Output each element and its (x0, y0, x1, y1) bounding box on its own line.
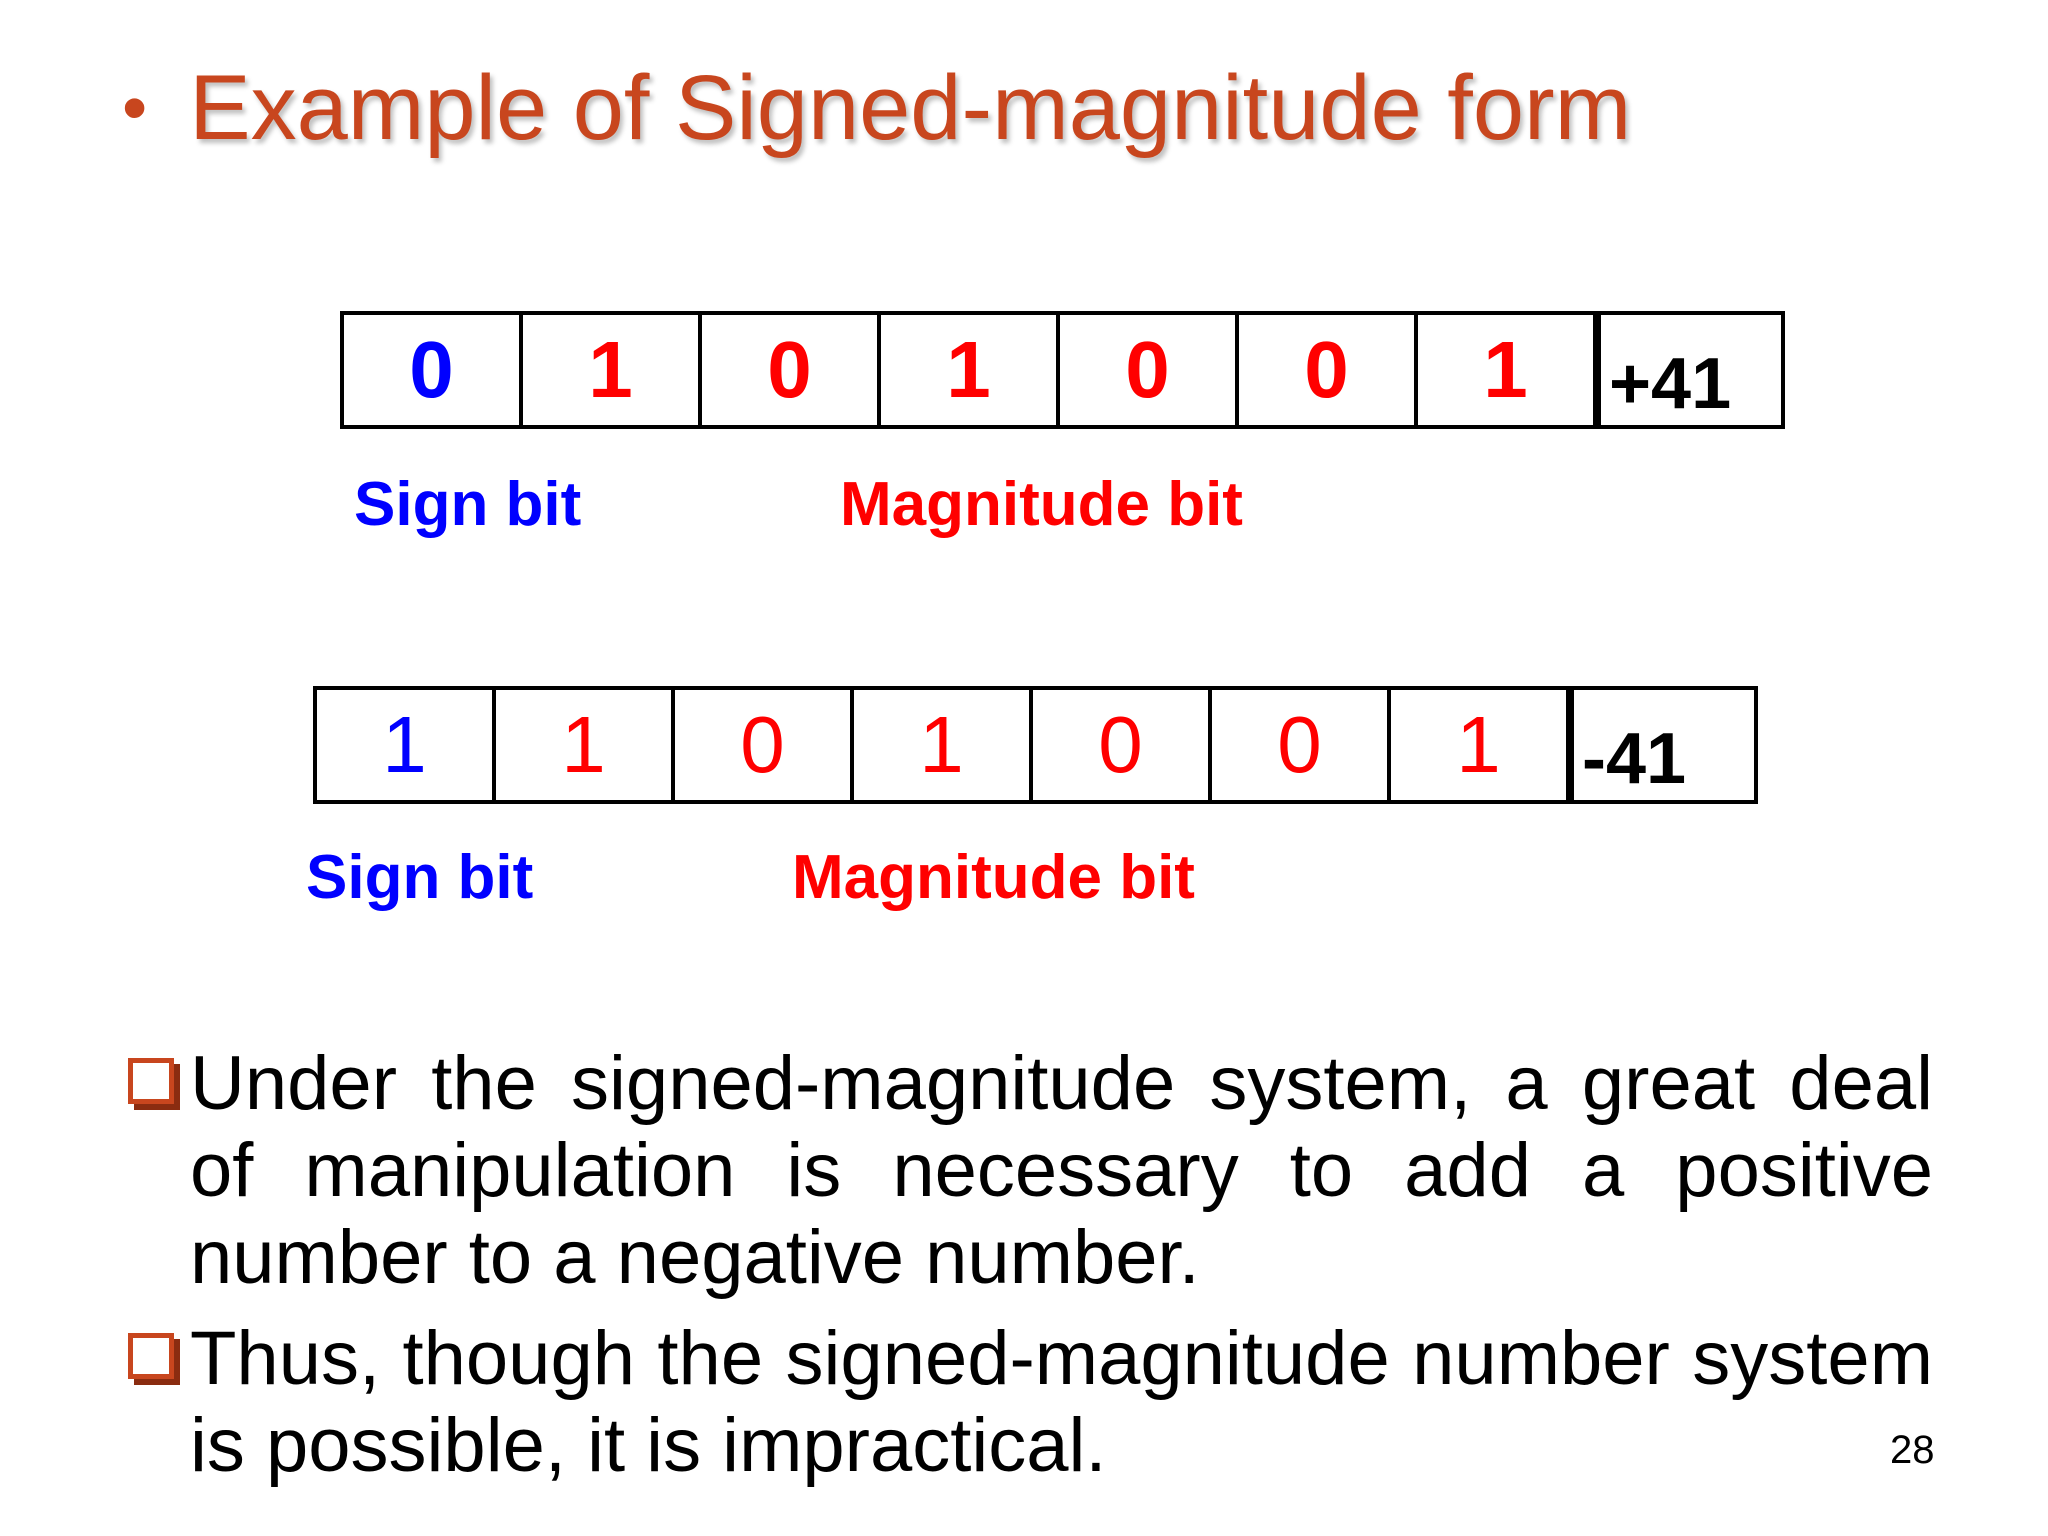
magnitude-bit-cell: 1 (877, 311, 1060, 429)
checkbox-bullet-icon (128, 1333, 174, 1379)
magnitude-bit-cell: 0 (671, 686, 854, 804)
bullet-text: Thus, though the signed-magnitude number… (190, 1316, 1933, 1488)
sign-bit-cell: 1 (313, 686, 496, 804)
title-bullet: • (122, 68, 148, 148)
magnitude-bit-cell: 1 (1387, 686, 1572, 804)
magnitude-bit-cell: 0 (1208, 686, 1391, 804)
sign-bit-cell: 0 (340, 311, 523, 429)
bullet-item: Under the signed-magnitude system, a gre… (128, 1040, 1933, 1301)
title-text: Example of Signed-magnitude form (189, 57, 1632, 159)
magnitude-bit-cell: 0 (698, 311, 881, 429)
magnitude-bit-label: Magnitude bit (840, 470, 1243, 539)
bullet-item: Thus, though the signed-magnitude number… (128, 1315, 1933, 1489)
decimal-value-cell: -41 (1566, 686, 1758, 804)
bit-table-positive: 0 1 0 1 0 0 1 +41 (340, 311, 1785, 429)
magnitude-bit-cell: 1 (850, 686, 1033, 804)
magnitude-bit-cell: 0 (1056, 311, 1239, 429)
magnitude-bit-cell: 1 (1414, 311, 1599, 429)
magnitude-bit-label: Magnitude bit (792, 843, 1195, 912)
bullet-text: Under the signed-magnitude system, a gre… (190, 1041, 1933, 1300)
magnitude-bit-cell: 0 (1029, 686, 1212, 804)
decimal-value-cell: +41 (1593, 311, 1785, 429)
checkbox-bullet-icon (128, 1058, 174, 1104)
slide-title: • Example of Signed-magnitude form (122, 62, 1631, 154)
sign-bit-label: Sign bit (354, 470, 582, 539)
magnitude-bit-cell: 1 (519, 311, 702, 429)
sign-bit-label: Sign bit (306, 843, 534, 912)
magnitude-bit-cell: 0 (1235, 311, 1418, 429)
page-number: 28 (1890, 1428, 1935, 1472)
bit-table-negative: 1 1 0 1 0 0 1 -41 (313, 686, 1758, 804)
bullet-list: Under the signed-magnitude system, a gre… (128, 1040, 1933, 1503)
magnitude-bit-cell: 1 (492, 686, 675, 804)
